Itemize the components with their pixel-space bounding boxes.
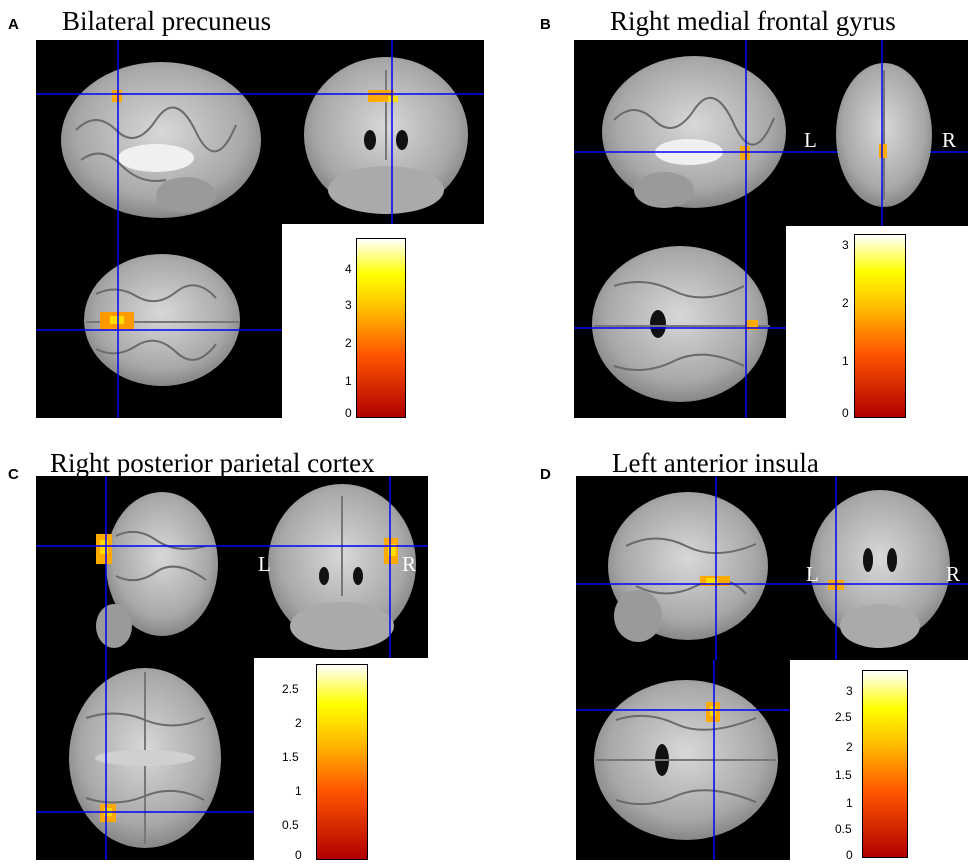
panel-c-sagittal-view	[36, 476, 254, 658]
panel-c-colorbar	[316, 664, 368, 860]
panel-c-right-label: R	[402, 552, 417, 576]
panel-b-left-label: L	[804, 128, 817, 152]
panel-c-title: Right posterior parietal cortex	[50, 448, 375, 478]
panel-c-coronal-view	[254, 476, 428, 658]
panel-b-axial-view	[574, 226, 786, 418]
panel-c-tick-2: 2	[295, 716, 302, 730]
panel-d-tick-2-5: 2.5	[835, 710, 852, 724]
panel-a-coronal-view	[282, 40, 484, 224]
panel-d-sagittal-view	[576, 476, 790, 660]
panel-b-colorbar	[854, 234, 906, 418]
panel-b-title: Right medial frontal gyrus	[610, 6, 896, 36]
panel-d-title: Left anterior insula	[612, 448, 819, 478]
panel-c-left-label: L	[258, 552, 271, 576]
panel-a-tick-1: 1	[345, 374, 352, 388]
panel-b-sagittal-view	[574, 40, 968, 226]
panel-a-title: Bilateral precuneus	[62, 6, 272, 36]
panel-b-tick-0: 0	[842, 406, 849, 420]
panel-d-axial-view	[576, 660, 790, 860]
panel-d-tick-1-5: 1.5	[835, 768, 852, 782]
panel-d-tick-1: 1	[846, 796, 853, 810]
panel-b-tick-1: 1	[842, 354, 849, 368]
panel-a-letter: A	[8, 16, 19, 33]
panel-c-tick-1-5: 1.5	[282, 750, 299, 764]
panel-b-letter: B	[540, 16, 551, 33]
panel-a-axial-view	[36, 224, 282, 418]
panel-a-tick-2: 2	[345, 336, 352, 350]
panel-c-axial-view	[36, 658, 254, 860]
panel-d-tick-0-5: 0.5	[835, 822, 852, 836]
panel-a-tick-3: 3	[345, 298, 352, 312]
panel-c-tick-0: 0	[295, 848, 302, 862]
panel-c-letter: C	[8, 466, 19, 483]
panel-a-tick-0: 0	[345, 406, 352, 420]
panel-c-tick-0-5: 0.5	[282, 818, 299, 832]
panel-d-tick-0: 0	[846, 848, 853, 862]
panel-a-colorbar	[356, 238, 406, 418]
panel-b-tick-2: 2	[842, 296, 849, 310]
panel-a-sagittal-view	[36, 40, 282, 236]
panel-a-tick-4: 4	[345, 262, 352, 276]
panel-d-tick-2: 2	[846, 740, 853, 754]
panel-d-colorbar	[862, 670, 908, 858]
panel-c-tick-1: 1	[295, 784, 302, 798]
panel-d-coronal-view	[790, 476, 968, 660]
panel-b-tick-3: 3	[842, 238, 849, 252]
panel-d-right-label: R	[946, 562, 961, 586]
panel-b-right-label: R	[942, 128, 957, 152]
panel-c-tick-2-5: 2.5	[282, 682, 299, 696]
panel-d-tick-3: 3	[846, 684, 853, 698]
panel-d-left-label: L	[806, 562, 819, 586]
panel-d-letter: D	[540, 466, 551, 483]
